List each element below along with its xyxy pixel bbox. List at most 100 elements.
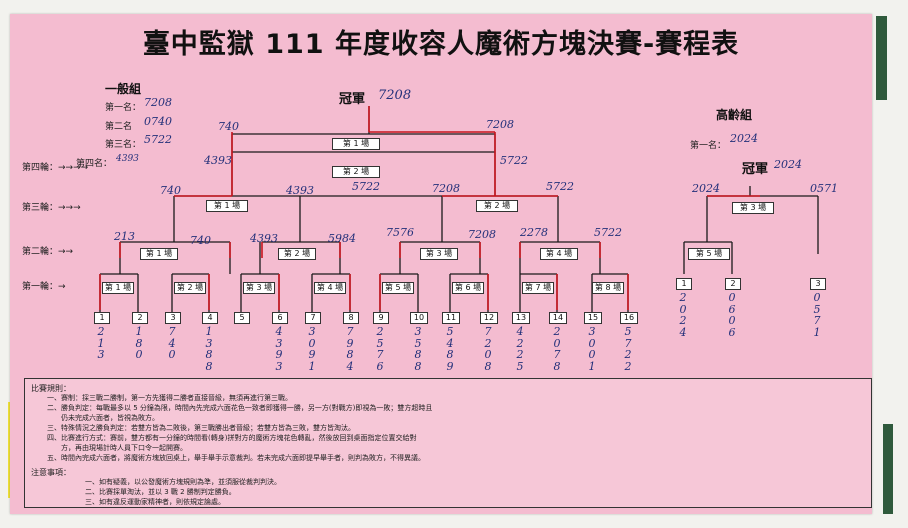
slot-10: 10: [410, 312, 428, 324]
slot-9: 9: [373, 312, 389, 324]
slot-11: 11: [442, 312, 460, 324]
r3-1-left: 740: [160, 184, 181, 197]
tape-right-top: [876, 16, 887, 100]
rank-1-label: 第一名：: [105, 103, 142, 113]
match-r2-3: 第 3 場: [420, 248, 458, 260]
rule-4b: 方，再由現場計時人員下口令一起開賽。: [47, 444, 187, 452]
player-id-10: 3 5 8 8: [414, 325, 422, 373]
player-id-2: 1 8 0: [135, 325, 143, 361]
champion-label: 冠軍: [339, 92, 366, 107]
rank-1-value: 7208: [144, 96, 172, 109]
match-r3-1: 第 1 場: [206, 200, 248, 212]
match-r1-7: 第 7 場: [522, 282, 554, 294]
match-r1-5: 第 5 場: [382, 282, 414, 294]
player-id-6: 4 3 9 3: [275, 325, 283, 373]
rank-3-value: 5722: [144, 133, 172, 146]
rank-2-label: 第二名: [105, 122, 133, 132]
player-id-13: 4 2 2 5: [516, 325, 524, 373]
rule-2: 二、勝負判定：每戰最多以 5 分鐘為限，時間內先完成六面花色一致者即獲得一勝，另…: [47, 404, 433, 412]
slot-4: 4: [202, 312, 218, 324]
match-r1-2: 第 2 場: [174, 282, 206, 294]
match-second: 第 2 場: [332, 166, 380, 178]
semi-right-winner: 5722: [500, 154, 528, 167]
slot-3: 3: [165, 312, 181, 324]
match-r2-4: 第 4 場: [540, 248, 578, 260]
senior-slot-3: 3: [810, 278, 826, 290]
round-3-label: 第三輪：→→→: [22, 203, 81, 213]
player-id-16: 5 7 2 2: [624, 325, 632, 373]
senior-final-right: 0571: [810, 182, 838, 195]
player-id-9: 2 5 7 6: [376, 325, 384, 373]
r3-2-right: 7208: [432, 182, 460, 195]
match-r1-6: 第 6 場: [452, 282, 484, 294]
senior-id-3: 0 5 7 1: [813, 291, 821, 339]
page-title: 臺中監獄 111 年度收容人魔術方塊決賽-賽程表: [142, 29, 740, 60]
player-id-3: 7 4 0: [168, 325, 176, 361]
slot-7: 7: [305, 312, 321, 324]
senior-match-3: 第 3 場: [732, 202, 774, 214]
r3-1-right: 4393: [286, 184, 314, 197]
senior-rank-label: 第一名：: [690, 141, 727, 151]
player-id-12: 7 2 0 8: [484, 325, 492, 373]
fourth-value: 4393: [116, 154, 139, 164]
senior-match-5: 第 5 場: [688, 248, 730, 260]
senior-slot-2: 2: [725, 278, 741, 290]
r2-winner-h: 5722: [594, 226, 622, 239]
slot-2: 2: [132, 312, 148, 324]
r2-winner-g: 2278: [520, 226, 548, 239]
match-top: 第 1 場: [332, 138, 380, 150]
bracket-lines: [99, 106, 819, 312]
semi-left-winner: 4393: [204, 154, 232, 167]
senior-id-1: 2 0 2 4: [679, 291, 687, 339]
final-right-winner: 7208: [486, 118, 514, 131]
player-id-4: 1 3 8 8: [205, 325, 213, 373]
rules-heading: 比賽規則：: [31, 384, 71, 393]
rule-3: 三、特殊情況之勝負判定：若雙方皆為二敗後，第三戰勝出者晉級；若雙方皆為三敗，雙方…: [47, 424, 355, 432]
general-heading: 一般組: [105, 82, 142, 96]
r2-winner-c: 4393: [250, 232, 278, 245]
match-r2-2: 第 2 場: [278, 248, 316, 260]
rank-3-label: 第三名：: [105, 140, 142, 150]
slot-14: 14: [549, 312, 567, 324]
final-left-winner: 740: [218, 120, 239, 133]
player-id-1: 2 1 3: [97, 325, 105, 361]
round-4-label: 第四輪：→→→→: [22, 163, 89, 173]
tape-right-bottom: [883, 424, 893, 514]
player-id-11: 5 4 8 9: [446, 325, 454, 373]
senior-rank-value: 2024: [730, 132, 758, 145]
senior-champion-value: 2024: [774, 158, 802, 171]
match-r1-3: 第 3 場: [243, 282, 275, 294]
notes-heading: 注意事項：: [31, 468, 71, 477]
rule-4: 四、比賽進行方式：賽前，雙方都有一分鐘的時間看(轉身)拼對方的魔術方塊花色轉亂，…: [47, 434, 417, 442]
senior-heading: 高齡組: [716, 108, 753, 122]
player-id-14: 2 0 7 8: [553, 325, 561, 373]
slot-16: 16: [620, 312, 638, 324]
player-id-8: 7 9 8 4: [346, 325, 354, 373]
slot-8: 8: [343, 312, 359, 324]
rule-1: 一、賽制：採三戰二勝制，第一方先獲得二勝者直接晉級，無須再進行第三戰。: [47, 394, 292, 402]
slot-12: 12: [480, 312, 498, 324]
round-1-label: 第一輪：→: [22, 282, 66, 292]
r2-winner-a: 213: [114, 230, 135, 243]
r2-winner-d: 5984: [328, 232, 356, 245]
senior-champion-label: 冠軍: [742, 162, 769, 177]
senior-final-left: 2024: [692, 182, 720, 195]
player-id-7: 3 0 9 1: [308, 325, 316, 373]
slot-6: 6: [272, 312, 288, 324]
rules-box: 比賽規則： 一、賽制：採三戰二勝制，第一方先獲得二勝者直接晉級，無須再進行第三戰…: [24, 378, 872, 508]
r3-2-left: 5722: [352, 180, 380, 193]
rule-2b: 仍未完成六面者，皆視為敗方。: [47, 414, 159, 422]
fourth-label: 第四名：: [76, 159, 113, 169]
r3-2-far: 5722: [546, 180, 574, 193]
rule-5: 五、時間內完成六面者，將魔術方塊放回桌上，舉手舉手示意裁判。若未完成六面即提早舉…: [47, 454, 425, 462]
rank-2-value: 0740: [144, 115, 172, 128]
bracket-poster: 臺中監獄 111 年度收容人魔術方塊決賽-賽程表 一般組 第一名： 7208 第…: [10, 14, 872, 514]
match-r2-1: 第 1 場: [140, 248, 178, 260]
senior-id-2: 0 6 0 6: [728, 291, 736, 339]
note-2: 二、比賽採單淘汰，並以 3 戰 2 勝制判定勝負。: [85, 488, 236, 496]
match-r1-8: 第 8 場: [592, 282, 624, 294]
r2-winner-e: 7576: [386, 226, 414, 239]
round-2-label: 第二輪：→→: [22, 247, 74, 257]
match-r3-2: 第 2 場: [476, 200, 518, 212]
slot-5: 5: [234, 312, 250, 324]
